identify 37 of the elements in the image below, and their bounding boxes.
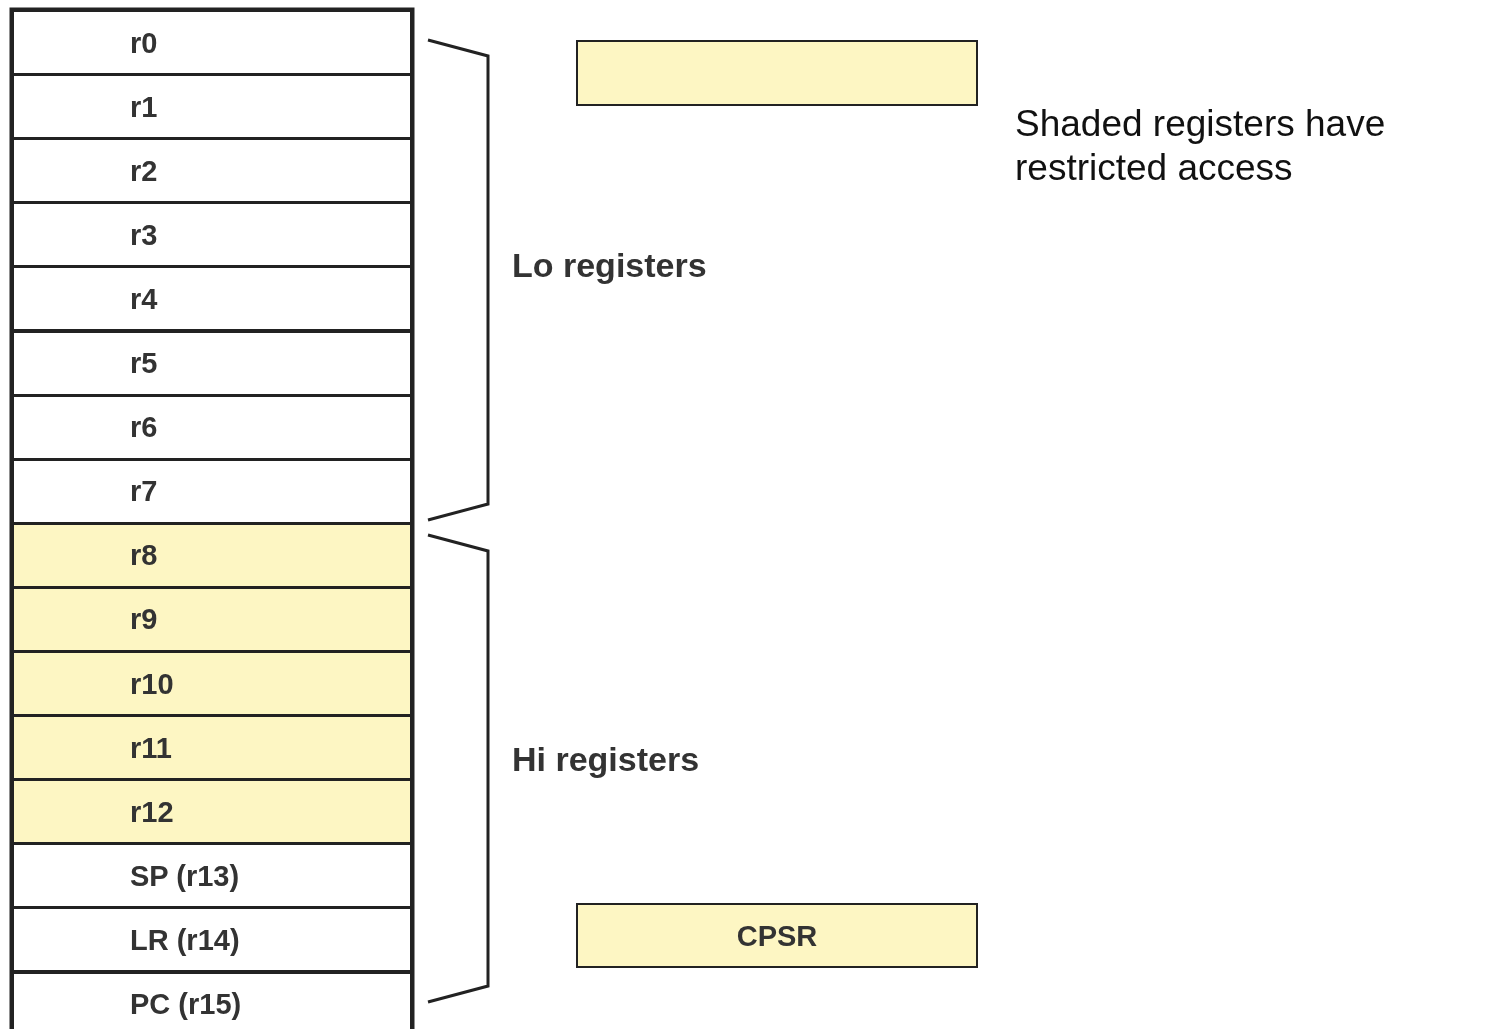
register-box	[12, 715, 412, 781]
register-name: r8	[130, 538, 158, 572]
register-name: PC (r15)	[130, 987, 242, 1021]
register-box	[12, 907, 412, 973]
register-box	[12, 202, 412, 268]
register-name: r5	[130, 346, 158, 380]
register-box	[12, 138, 412, 204]
register-box	[12, 10, 412, 76]
register-box	[12, 266, 412, 332]
register-name: r4	[130, 282, 158, 316]
register-box	[12, 651, 412, 717]
bracket-label: Hi registers	[512, 740, 700, 779]
register-box	[12, 586, 412, 652]
register-box	[12, 779, 412, 845]
register-name: LR (r14)	[130, 923, 240, 957]
bracket-label: Lo registers	[512, 246, 707, 285]
register-name: r6	[130, 410, 158, 444]
register-box	[12, 971, 412, 1029]
register-name: r1	[130, 90, 158, 124]
register-name: r9	[130, 602, 158, 636]
register-name: r11	[130, 731, 172, 765]
register-name: r0	[130, 26, 158, 60]
register-box	[12, 843, 412, 909]
register-name: r3	[130, 218, 158, 252]
register-box	[12, 74, 412, 140]
register-name: CPSR	[736, 919, 818, 952]
register-name: r10	[130, 667, 174, 701]
register-name: r2	[130, 154, 158, 188]
register-name: r12	[130, 795, 174, 829]
register-name: SP (r13)	[130, 859, 240, 893]
register-box	[12, 522, 412, 588]
register-box	[12, 394, 412, 460]
register-box	[576, 903, 978, 968]
register-box	[12, 458, 412, 524]
register-name: r7	[130, 474, 158, 508]
register-box	[12, 330, 412, 396]
legend-text: Shaded registers have restricted access	[1015, 102, 1387, 190]
